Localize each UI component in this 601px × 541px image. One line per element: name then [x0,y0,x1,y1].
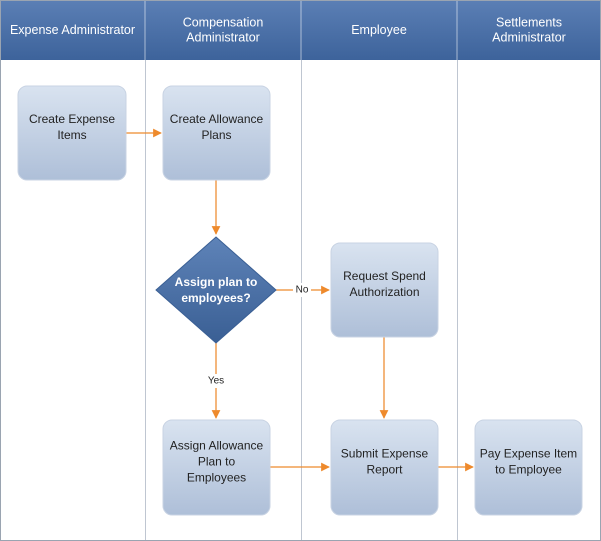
process-label: Items [57,128,86,142]
decision-label: employees? [181,291,250,305]
lane-title: Compensation [183,16,264,30]
lane-title: Expense Administrator [10,23,135,37]
lane-title: Employee [351,23,407,37]
decision-diamond [155,236,277,344]
process-box [162,419,271,516]
process-label: Plan to [198,455,236,469]
lane-employee: Employee [300,0,407,541]
process-label: Assign Allowance [170,439,264,453]
process-box [330,242,439,338]
node-assign-plan-decision: Assign plan to employees? [155,236,277,344]
process-box [17,85,127,181]
process-label: Submit Expense [341,447,429,461]
process-box [474,419,583,516]
edge-assign-plan-decision-to-assign-allowance-plan: Yes [207,343,225,419]
process-label: Plans [201,128,231,142]
process-label: Employees [187,471,246,485]
lane-title: Administrator [492,31,566,45]
edge-label-background [293,283,311,297]
process-label: Request Spend [343,269,426,283]
process-label: Pay Expense Item [480,447,577,461]
edge-assign-plan-decision-to-request-spend-authorization: No [276,283,330,297]
process-box [162,85,271,181]
decision-label: Assign plan to [175,275,258,289]
edge-label-background [207,374,225,388]
lane-title: Settlements [496,16,562,30]
process-label: Report [366,463,403,477]
lane-title: Administrator [186,31,260,45]
process-label: Create Allowance [170,112,264,126]
lane-expense-admin: Expense Administrator [10,23,135,37]
edge-label: No [296,285,309,296]
edge-label: Yes [208,376,224,387]
process-label: Authorization [349,285,419,299]
process-label: Create Expense [29,112,115,126]
process-box [330,419,439,516]
process-label: to Employee [495,463,562,477]
node-pay-expense-item: Pay Expense Item to Employee [474,419,583,516]
